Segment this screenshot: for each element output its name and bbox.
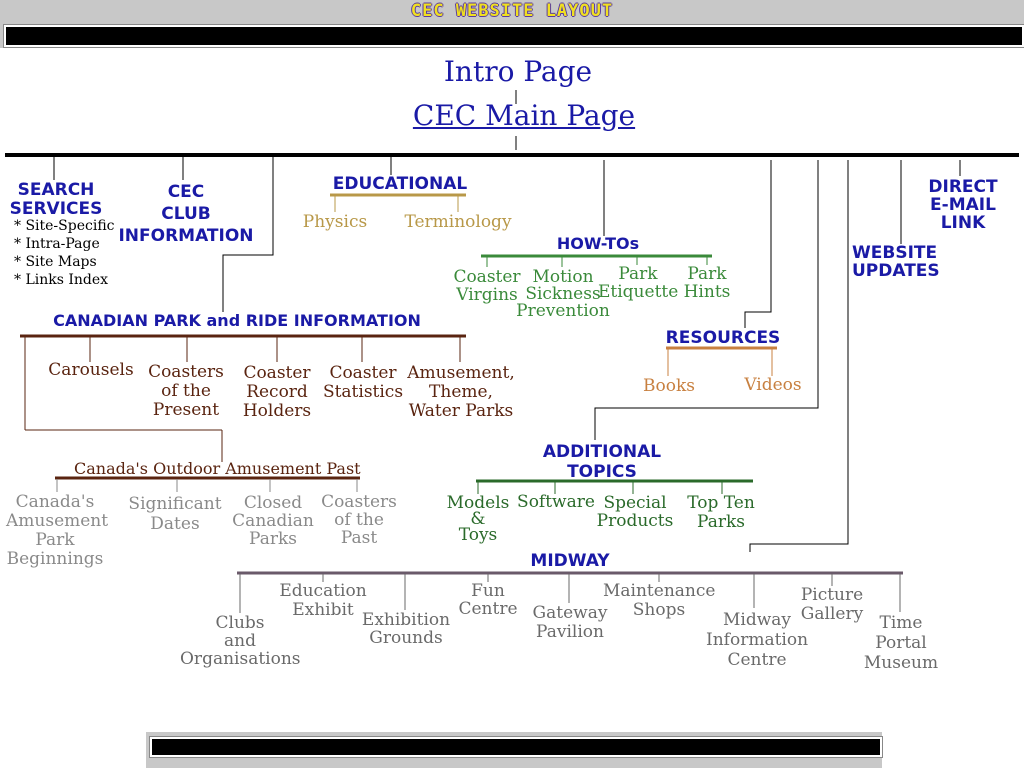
clubs-organisations-node[interactable]: Clubs and Organisations [180, 613, 301, 669]
coasters-past-node[interactable]: Coasters of the Past [321, 492, 397, 548]
terminology-node[interactable]: Terminology [404, 212, 512, 232]
maintenance-shops-node[interactable]: Maintenance Shops [603, 581, 716, 620]
outdoor-amusement-past-node[interactable]: Canada's Outdoor Amusement Past [74, 459, 361, 478]
additional-topics-node[interactable]: ADDITIONAL TOPICS [542, 442, 662, 482]
education-exhibit-node[interactable]: Education Exhibit [279, 581, 367, 620]
header-bar [4, 25, 1024, 47]
search-services-node[interactable]: SEARCH SERVICES [9, 180, 103, 219]
coasters-present-node[interactable]: Coasters of the Present [148, 362, 224, 420]
cec-main-page-link[interactable]: CEC Main Page [412, 99, 636, 132]
motion-sickness-node[interactable]: Motion Sickness Prevention [516, 267, 610, 321]
header-title: CEC WEBSITE LAYOUT [410, 1, 614, 21]
cec-club-information-node[interactable]: CEC CLUB INFORMATION [118, 182, 254, 246]
picture-gallery-node[interactable]: Picture Gallery [800, 585, 864, 624]
coaster-record-holders-node[interactable]: Coaster Record Holders [242, 363, 312, 421]
canadian-park-ride-node[interactable]: CANADIAN PARK and RIDE INFORMATION [53, 311, 421, 330]
website-updates-node[interactable]: WEBSITE UPDATES [852, 243, 940, 281]
exhibition-grounds-node[interactable]: Exhibition Grounds [361, 610, 451, 648]
midway-node[interactable]: MIDWAY [530, 551, 610, 571]
midway-information-centre-node[interactable]: Midway Information Centre [706, 610, 809, 670]
direct-email-link-node[interactable]: DIRECT E-MAIL LINK [928, 177, 998, 233]
special-products-node[interactable]: Special Products [596, 493, 674, 531]
educational-node[interactable]: EDUCATIONAL [332, 174, 468, 194]
software-node[interactable]: Software [517, 492, 595, 512]
fun-centre-node[interactable]: Fun Centre [458, 581, 518, 619]
significant-dates-node[interactable]: Significant Dates [128, 494, 222, 534]
how-tos-node[interactable]: HOW-TOs [556, 234, 640, 253]
resources-node[interactable]: RESOURCES [665, 328, 781, 348]
search-services-list: * Site-Specific * Intra-Page * Site Maps… [14, 218, 115, 288]
physics-node[interactable]: Physics [302, 212, 368, 232]
canadas-amusement-park-beginnings-node[interactable]: Canada's Amusement Park Beginnings [6, 492, 109, 569]
amusement-theme-water-parks-node[interactable]: Amusement, Theme, Water Parks [407, 363, 515, 421]
park-hints-node[interactable]: Park Hints [683, 264, 731, 302]
carousels-node[interactable]: Carousels [48, 360, 134, 380]
coaster-statistics-node[interactable]: Coaster Statistics [322, 363, 404, 402]
intro-page-link[interactable]: Intro Page [443, 55, 593, 88]
videos-node[interactable]: Videos [744, 375, 802, 395]
gateway-pavilion-node[interactable]: Gateway Pavilion [532, 603, 608, 642]
models-toys-node[interactable]: Models & Toys [446, 493, 510, 545]
books-node[interactable]: Books [643, 376, 695, 396]
top-ten-parks-node[interactable]: Top Ten Parks [687, 493, 755, 532]
closed-canadian-parks-node[interactable]: Closed Canadian Parks [232, 493, 314, 549]
park-etiquette-node[interactable]: Park Etiquette [598, 264, 679, 302]
coaster-virgins-node[interactable]: Coaster Virgins [453, 267, 521, 305]
time-portal-museum-node[interactable]: Time Portal Museum [863, 613, 939, 673]
footer-bar [150, 737, 882, 757]
